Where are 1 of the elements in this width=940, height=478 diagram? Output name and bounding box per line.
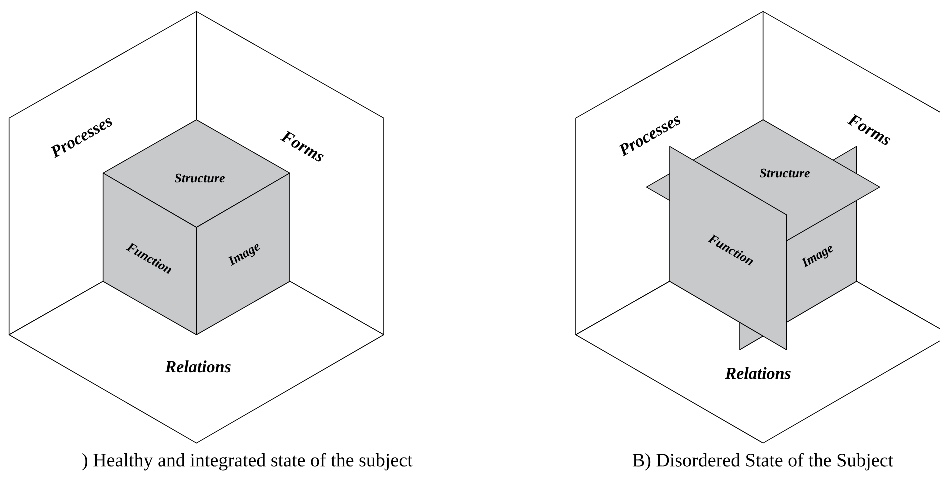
node-label: Relations <box>725 367 791 380</box>
